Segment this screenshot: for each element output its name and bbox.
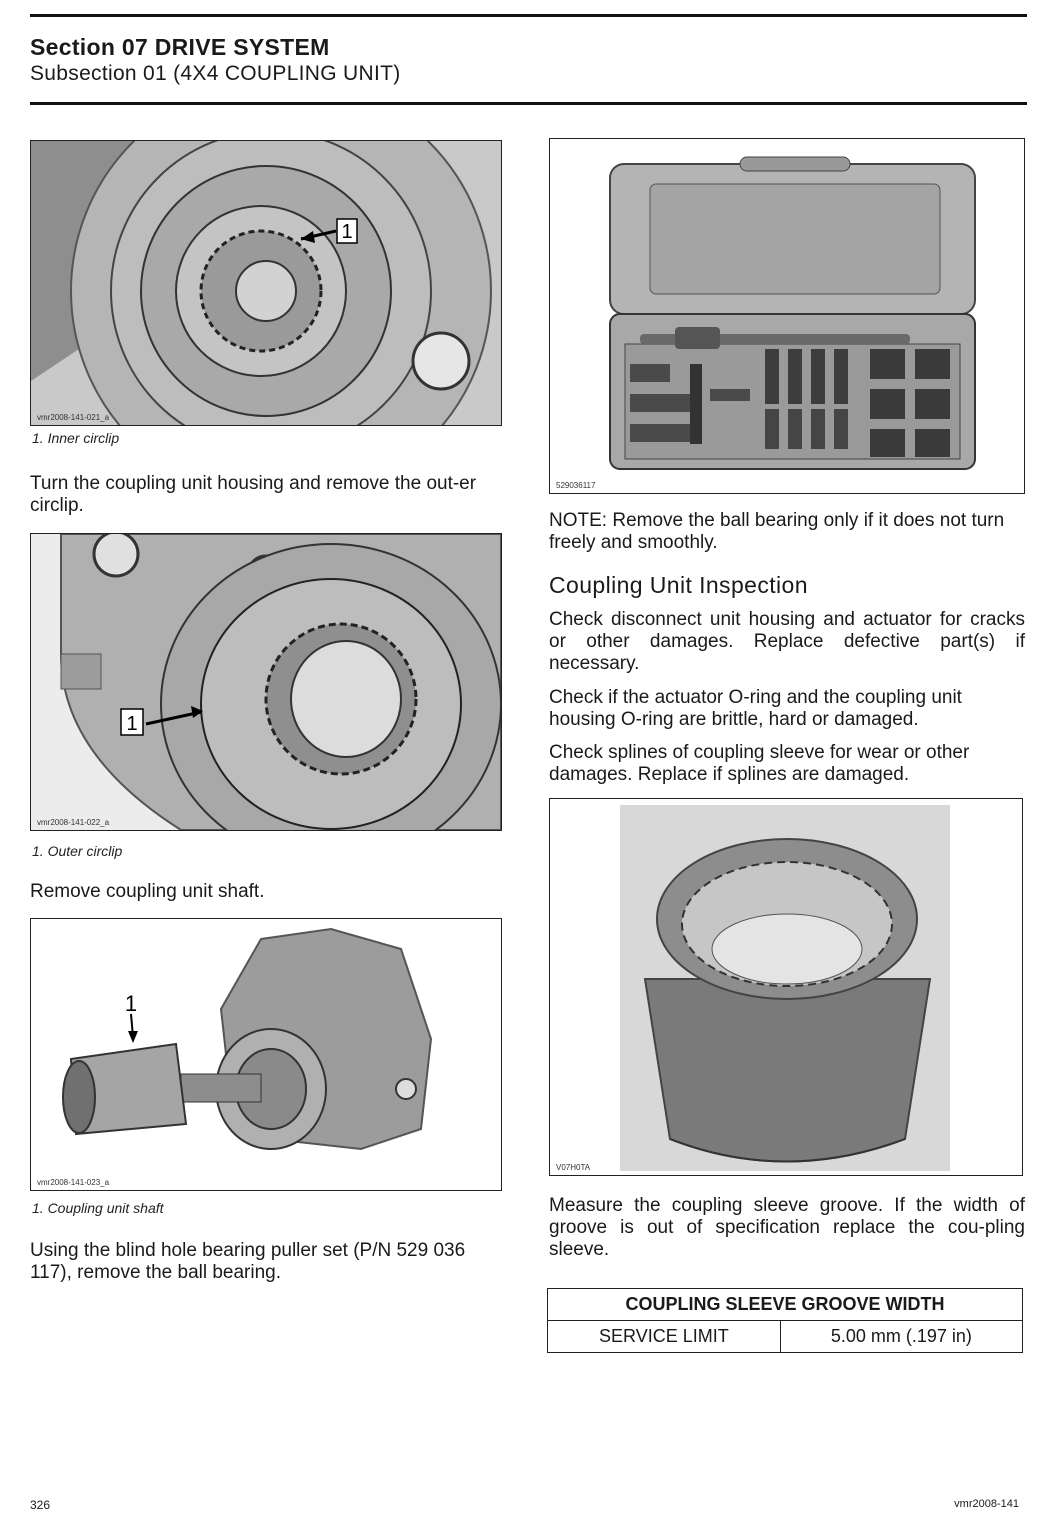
top-rule [30,14,1027,17]
figure-coupling-unit-shaft: 1 vmr2008-141-023_a [30,918,502,1191]
header-rule [30,102,1027,105]
figure-coupling-sleeve: V07H0TA [549,798,1023,1176]
right-paragraph-4: Measure the coupling sleeve groove. If t… [549,1195,1025,1260]
fig1-code: vmr2008-141-021_a [37,413,110,422]
fig2-caption: 1. Outer circlip [32,843,123,859]
right-paragraph-1: Check disconnect unit housing and actuat… [549,609,1025,674]
fig1-caption: 1. Inner circlip [32,430,120,446]
left-paragraph-1: Turn the coupling unit housing and remov… [30,473,477,516]
fig2-callout: 1 [126,713,137,735]
note-text: Remove the ball bearing only if it does … [549,510,1005,553]
right-paragraph-2: Check if the actuator O-ring and the cou… [549,687,962,730]
left-paragraph-3: Using the blind hole bearing puller set … [30,1240,466,1283]
coupling-shaft-photo: 1 [31,919,501,1190]
spec-table-row-label: SERVICE LIMIT [547,1320,781,1353]
fig1-callout: 1 [341,221,352,243]
note-label: NOTE: [549,510,608,531]
fig5-code: V07H0TA [556,1163,591,1172]
fig3-code: vmr2008-141-023_a [37,1178,110,1187]
spec-table: COUPLING SLEEVE GROOVE WIDTH SERVICE LIM… [547,1288,1024,1353]
figure-outer-circlip: 1 vmr2008-141-022_a [30,533,502,831]
puller-set-photo [550,139,1024,493]
right-paragraph-3: Check splines of coupling sleeve for wea… [549,742,970,785]
coupling-sleeve-photo [550,799,1022,1175]
spec-table-title: COUPLING SLEEVE GROOVE WIDTH [547,1288,1023,1321]
page-number: 326 [30,1498,51,1512]
inner-circlip-photo: 1 [31,141,501,425]
doc-code: vmr2008-141 [954,1498,1019,1510]
outer-circlip-photo: 1 [31,534,501,830]
section-heading-coupling-inspection: Coupling Unit Inspection [549,572,808,598]
fig3-callout: 1 [125,991,137,1016]
spec-table-row-value: 5.00 mm (.197 in) [779,1320,1024,1353]
figure-inner-circlip: 1 vmr2008-141-021_a [30,140,502,426]
fig4-code: 529036117 [556,481,596,490]
left-paragraph-2: Remove coupling unit shaft. [30,881,265,902]
section-title: Section 07 DRIVE SYSTEM [30,34,330,60]
figure-bearing-puller-set: 529036117 [549,138,1025,494]
fig3-caption: 1. Coupling unit shaft [32,1200,164,1216]
fig2-code: vmr2008-141-022_a [37,818,110,827]
note-paragraph: NOTE: Remove the ball bearing only if it… [549,510,1025,554]
subsection-title: Subsection 01 (4X4 COUPLING UNIT) [30,62,401,85]
